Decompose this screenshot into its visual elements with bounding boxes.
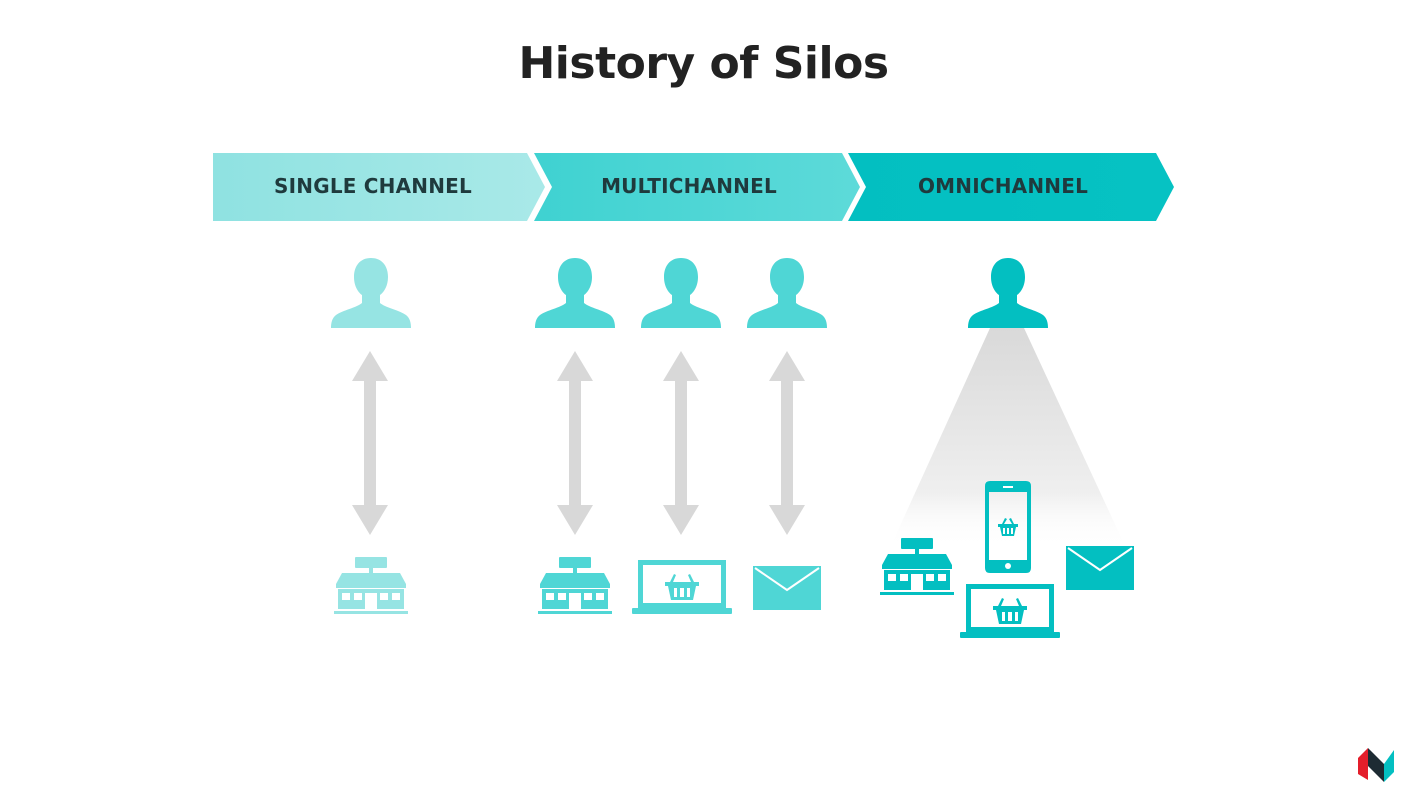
page-title: History of Silos — [518, 38, 889, 89]
multichannel-touchpoints — [538, 557, 821, 614]
envelope-icon — [753, 566, 821, 610]
stage-omnichannel-label: OMNICHANNEL — [917, 174, 1089, 198]
person-icon — [331, 258, 411, 328]
laptop-cart-icon — [960, 584, 1060, 638]
person-icon — [535, 258, 615, 328]
person-icon — [968, 258, 1048, 328]
stage-single-channel-chevron — [213, 153, 545, 221]
multichannel-customers — [535, 258, 827, 328]
single-channel-customers — [331, 258, 411, 328]
double-arrow-icon — [352, 351, 388, 535]
stage-multichannel-label: MULTICHANNEL — [601, 174, 777, 198]
double-arrow-icon — [663, 351, 699, 535]
omnichannel-customer — [968, 258, 1048, 328]
stage-banner — [213, 153, 1174, 221]
person-icon — [641, 258, 721, 328]
double-arrow-icon — [557, 351, 593, 535]
double-arrow-icon — [769, 351, 805, 535]
envelope-icon — [1066, 546, 1134, 590]
omnichannel-beam — [890, 328, 1126, 548]
laptop-cart-icon — [632, 560, 732, 614]
store-icon — [334, 557, 408, 614]
person-icon — [747, 258, 827, 328]
store-icon — [538, 557, 612, 614]
stage-multichannel-chevron — [534, 153, 860, 221]
stage-omnichannel-chevron — [848, 153, 1174, 221]
brand-logo — [1358, 748, 1394, 782]
channel-links — [352, 351, 805, 535]
single-channel-touchpoints — [334, 557, 408, 614]
stage-single-channel-label: SINGLE CHANNEL — [274, 174, 472, 198]
